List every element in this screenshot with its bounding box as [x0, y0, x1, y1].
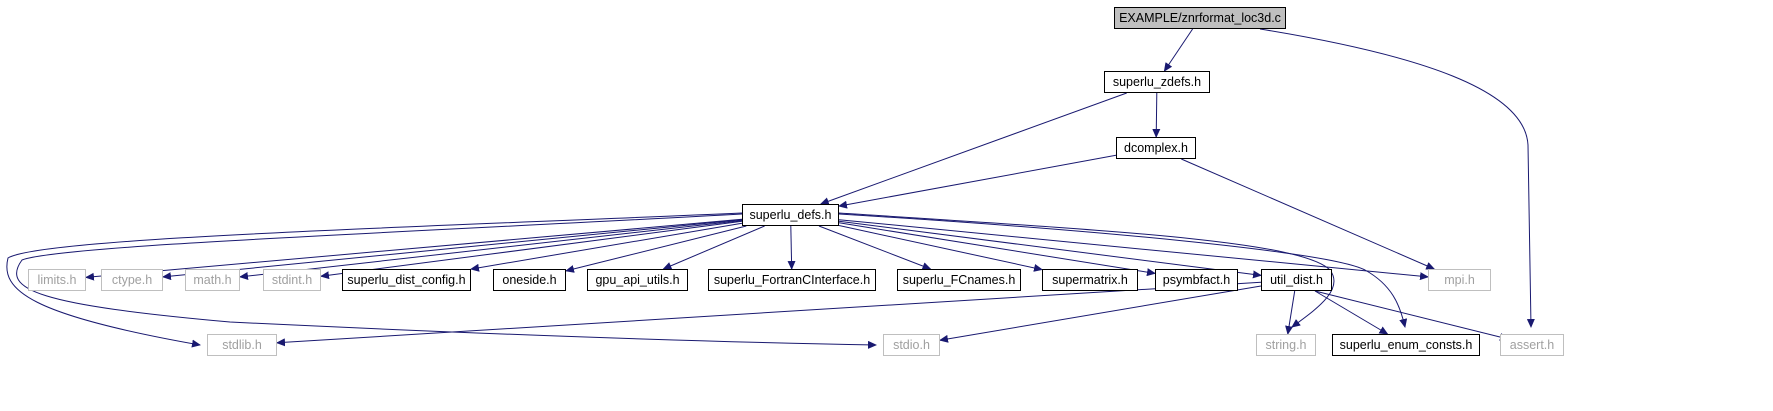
edge-defs-to-oneside — [565, 225, 747, 273]
node-config[interactable]: superlu_dist_config.h — [342, 269, 471, 291]
edge-root-to-zdefs — [1163, 28, 1194, 72]
edge-zdefs-to-dcomplex — [1152, 92, 1161, 138]
node-mpi: mpi.h — [1428, 269, 1491, 291]
node-label: superlu_dist_config.h — [347, 273, 466, 287]
edge-root-to-assert — [1259, 28, 1535, 328]
node-string: string.h — [1256, 334, 1316, 356]
edge-defs-to-ctype — [162, 219, 743, 281]
node-label: string.h — [1265, 338, 1307, 352]
edge-util-to-assert — [1314, 290, 1509, 341]
node-label: superlu_defs.h — [749, 208, 832, 222]
node-label: stdlib.h — [222, 338, 262, 352]
edge-util-to-stdlib — [276, 281, 1262, 347]
edge-util-to-enum — [1314, 290, 1389, 335]
node-label: superlu_enum_consts.h — [1339, 338, 1473, 352]
node-limits: limits.h — [28, 269, 86, 291]
node-label: supermatrix.h — [1052, 273, 1128, 287]
node-label: oneside.h — [502, 273, 557, 287]
node-oneside[interactable]: oneside.h — [493, 269, 566, 291]
edge-defs-to-string — [838, 212, 1335, 328]
node-dcomplex[interactable]: dcomplex.h — [1116, 137, 1196, 159]
node-label: dcomplex.h — [1124, 141, 1188, 155]
edge-defs-to-gpu — [662, 225, 765, 270]
edge-zdefs-to-defs — [819, 92, 1127, 206]
node-stdint: stdint.h — [263, 269, 321, 291]
edge-defs-to-math — [239, 220, 743, 280]
node-stdio: stdio.h — [883, 334, 940, 356]
edge-defs-to-config — [470, 222, 743, 272]
edge-defs-to-stdint — [320, 220, 743, 280]
node-label: gpu_api_utils.h — [595, 273, 680, 287]
edge-defs-to-stdlib — [6, 212, 743, 348]
node-label: stdio.h — [893, 338, 930, 352]
node-enum[interactable]: superlu_enum_consts.h — [1332, 334, 1480, 356]
node-ctype: ctype.h — [101, 269, 163, 291]
node-label: psymbfact.h — [1162, 273, 1231, 287]
node-label: EXAMPLE/znrformat_loc3d.c — [1119, 11, 1281, 25]
edge-defs-to-mpi — [838, 219, 1429, 281]
node-fortran[interactable]: superlu_FortranCInterface.h — [708, 269, 876, 291]
edge-defs-to-stdio — [16, 213, 877, 349]
node-psymbfact[interactable]: psymbfact.h — [1155, 269, 1238, 291]
node-label: superlu_FCnames.h — [902, 273, 1016, 287]
edge-defs-to-limits — [85, 218, 743, 281]
edge-dcomplex-to-defs — [838, 154, 1117, 209]
node-gpu[interactable]: gpu_api_utils.h — [587, 269, 688, 291]
edge-defs-to-util — [838, 220, 1262, 279]
node-label: mpi.h — [1444, 273, 1475, 287]
edge-defs-to-enum — [838, 213, 1408, 328]
edge-defs-to-psymbfact — [838, 222, 1156, 277]
node-label: ctype.h — [111, 273, 153, 287]
node-supermatrix[interactable]: supermatrix.h — [1042, 269, 1138, 291]
node-fcnames[interactable]: superlu_FCnames.h — [897, 269, 1021, 291]
edge-defs-to-fcnames — [818, 225, 932, 270]
node-label: superlu_FortranCInterface.h — [713, 273, 871, 287]
node-util[interactable]: util_dist.h — [1261, 269, 1332, 291]
node-label: assert.h — [1509, 338, 1555, 352]
node-label: math.h — [193, 273, 232, 287]
edge-util-to-string — [1285, 290, 1296, 335]
node-defs[interactable]: superlu_defs.h — [742, 204, 839, 226]
edge-defs-to-supermatrix — [838, 225, 1043, 272]
edge-defs-to-fortran — [787, 225, 796, 270]
node-label: limits.h — [37, 273, 77, 287]
node-assert: assert.h — [1500, 334, 1564, 356]
node-label: stdint.h — [271, 273, 313, 287]
node-root: EXAMPLE/znrformat_loc3d.c — [1114, 7, 1286, 29]
edge-dcomplex-to-mpi — [1181, 158, 1436, 270]
node-label: superlu_zdefs.h — [1112, 75, 1202, 89]
node-label: util_dist.h — [1270, 273, 1323, 287]
edge-util-to-stdio — [939, 285, 1262, 343]
node-zdefs[interactable]: superlu_zdefs.h — [1104, 71, 1210, 93]
node-math: math.h — [185, 269, 240, 291]
node-stdlib: stdlib.h — [207, 334, 277, 356]
